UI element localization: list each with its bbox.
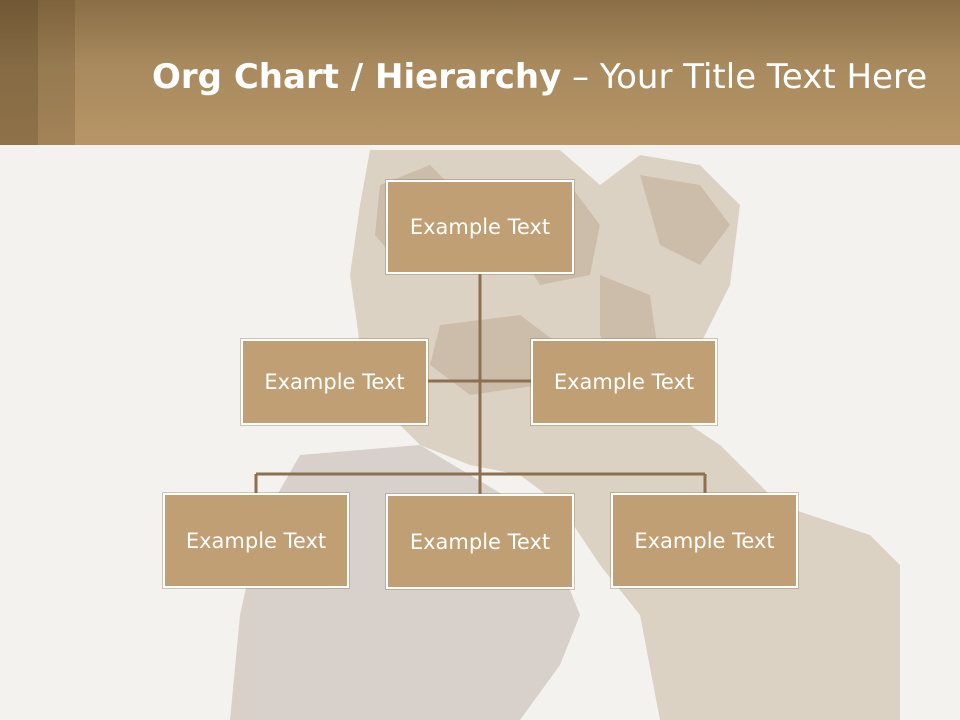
org-node-child-3[interactable]: Example Text (611, 493, 798, 588)
org-node-child-1[interactable]: Example Text (163, 493, 349, 588)
org-node-root[interactable]: Example Text (386, 180, 574, 274)
slide-title-bold: Org Chart / Hierarchy (152, 57, 562, 97)
slide-title: Org Chart / Hierarchy – Your Title Text … (152, 52, 927, 102)
banner-accent-stripe (0, 0, 38, 145)
title-banner (0, 0, 960, 145)
banner-accent-stripe (38, 0, 75, 145)
org-node-child-2[interactable]: Example Text (386, 494, 574, 589)
slide-title-subtitle: – Your Title Text Here (572, 57, 928, 97)
org-node-assistant-left[interactable]: Example Text (241, 339, 428, 425)
org-node-assistant-right[interactable]: Example Text (531, 339, 717, 425)
